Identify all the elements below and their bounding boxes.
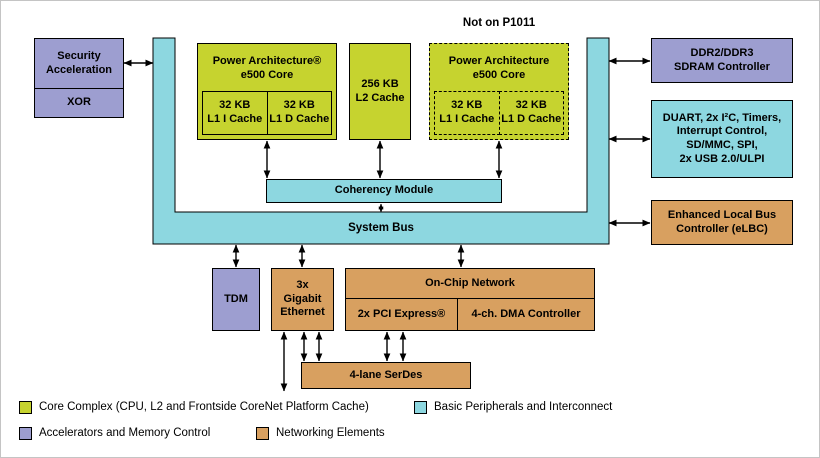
legend-item-networking: Networking Elements xyxy=(256,427,385,440)
serdes-block: 4-lane SerDes xyxy=(301,362,471,389)
pci-express-block: 2x PCI Express® xyxy=(345,298,458,331)
l2-cache-block: 256 KB L2 Cache xyxy=(349,43,411,140)
arrows xyxy=(123,57,651,392)
l1-dcache-1-block: 32 KB L1 D Cache xyxy=(266,91,332,135)
e500-core-1-title: Power Architecture® e500 Core xyxy=(212,55,322,81)
legend-swatch-core-complex xyxy=(19,401,32,414)
l1-dcache-2-block: 32 KB L1 D Cache xyxy=(498,91,564,135)
security-acceleration-block: Security Acceleration xyxy=(34,38,124,89)
legend-item-core-complex: Core Complex (CPU, L2 and Frontside Core… xyxy=(19,401,369,414)
ddr-sdram-controller-block: DDR2/DDR3 SDRAM Controller xyxy=(651,38,793,83)
dma-controller-block: 4-ch. DMA Controller xyxy=(457,298,595,331)
tdm-block: TDM xyxy=(212,268,260,331)
xor-block: XOR xyxy=(34,88,124,118)
l1-icache-1-block: 32 KB L1 I Cache xyxy=(202,91,268,135)
e500-core-1-block: Power Architecture® e500 Core 32 KB L1 I… xyxy=(197,43,337,140)
coherency-module-block: Coherency Module xyxy=(266,179,502,203)
elbc-block: Enhanced Local Bus Controller (eLBC) xyxy=(651,200,793,245)
system-bus-shape xyxy=(152,37,610,245)
e500-core-2-block: Power Architecture e500 Core 32 KB L1 I … xyxy=(429,43,569,140)
on-chip-network-row: 2x PCI Express® 4-ch. DMA Controller xyxy=(345,298,595,331)
legend-label-networking: Networking Elements xyxy=(276,426,385,439)
l1-icache-2-block: 32 KB L1 I Cache xyxy=(434,91,500,135)
legend-label-core-complex: Core Complex (CPU, L2 and Frontside Core… xyxy=(39,400,369,413)
peripherals-duart-block: DUART, 2x I²C, Timers, Interrupt Control… xyxy=(651,100,793,178)
legend-label-accelerators: Accelerators and Memory Control xyxy=(39,426,211,439)
e500-core-2-title: Power Architecture e500 Core xyxy=(448,55,550,81)
legend-item-accelerators: Accelerators and Memory Control xyxy=(19,427,210,440)
e500-core-2-caches: 32 KB L1 I Cache 32 KB L1 D Cache xyxy=(434,91,564,135)
not-on-p1011-note: Not on P1011 xyxy=(462,17,536,29)
legend-swatch-basic-peripherals xyxy=(414,401,427,414)
legend-swatch-networking xyxy=(256,427,269,440)
gigabit-ethernet-block: 3x Gigabit Ethernet xyxy=(271,268,334,331)
e500-core-1-caches: 32 KB L1 I Cache 32 KB L1 D Cache xyxy=(202,91,332,135)
legend-swatch-accelerators xyxy=(19,427,32,440)
on-chip-network-block: On-Chip Network 2x PCI Express® 4-ch. DM… xyxy=(345,268,595,331)
legend-label-basic-peripherals: Basic Peripherals and Interconnect xyxy=(434,400,613,413)
system-bus-label: System Bus xyxy=(348,222,414,234)
legend-item-basic-peripherals: Basic Peripherals and Interconnect xyxy=(414,401,612,414)
on-chip-network-title: On-Chip Network xyxy=(425,277,515,290)
